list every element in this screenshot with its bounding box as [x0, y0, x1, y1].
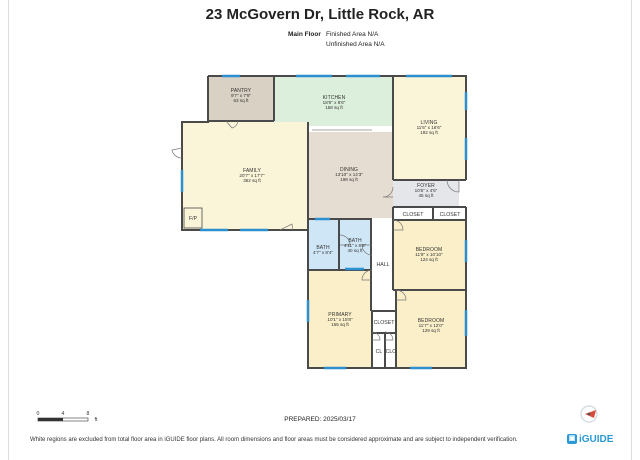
floor-info: Main Floor Finished Area N/A Unfinished A…	[288, 30, 385, 50]
finished-area: Finished Area N/A	[326, 31, 379, 38]
primary-name: PRIMARY	[328, 312, 352, 318]
kitchen-dims: 18'6" x 8'6"	[323, 100, 346, 105]
unfinished-area: Unfinished Area N/A	[326, 41, 385, 48]
family-area: 362 sq ft	[243, 178, 261, 183]
room-bath-2	[340, 219, 371, 269]
foyer-area: 45 sq ft	[418, 193, 434, 198]
clo-label: CLO	[386, 349, 397, 355]
room-hall	[372, 219, 393, 311]
bath-2-dims: 4'11" x 8'8"	[344, 243, 367, 248]
closet-1-label: CLOSET	[403, 212, 425, 218]
closet-cl	[372, 333, 385, 368]
fireplace-label: F/P	[189, 216, 198, 222]
compass-icon	[580, 405, 598, 423]
floor-label: Main Floor	[288, 31, 321, 38]
hall-label: HALL	[377, 262, 390, 268]
prepared-date: PREPARED: 2025/03/17	[284, 416, 356, 423]
room-bath-1	[308, 219, 338, 269]
scale-tick-4: 4	[62, 411, 65, 417]
bath-1-name: BATH	[316, 245, 330, 251]
bath-2-area: 40 sq ft	[347, 248, 363, 253]
room-pantry	[208, 76, 274, 121]
iguide-logo-icon: ▣	[567, 434, 577, 445]
room-bedroom-1	[393, 220, 466, 290]
bedroom-2-dims: 11'7" x 12'0"	[419, 323, 444, 328]
iguide-logo-text: iGUIDE	[579, 434, 614, 445]
scale-unit: ft	[95, 417, 98, 423]
closet-3-label: CLOSET	[374, 320, 396, 326]
room-family	[182, 122, 308, 230]
doors	[171, 120, 460, 341]
dining-name: DINING	[340, 167, 358, 173]
dining-area: 198 sq ft	[340, 177, 358, 182]
cl-label: CL	[376, 349, 383, 355]
bedroom-2-name: BEDROOM	[418, 318, 445, 324]
kitchen-name: KITCHEN	[323, 95, 346, 101]
pantry-dims: 9'7" x 7'9"	[231, 93, 251, 98]
family-dims: 20'7" x 17'7"	[239, 173, 265, 178]
dining-dims: 13'10" x 14'3"	[335, 172, 363, 177]
bedroom-1-name: BEDROOM	[416, 247, 443, 253]
living-dims: 11'6" x 16'6"	[417, 125, 442, 130]
closet-clo	[385, 333, 396, 368]
room-kitchen	[274, 76, 393, 126]
closet-2	[434, 207, 466, 220]
closet-3	[372, 311, 396, 333]
living-name: LIVING	[421, 120, 438, 126]
living-area: 192 sq ft	[420, 130, 438, 135]
address-title: 23 McGovern Dr, Little Rock, AR	[205, 6, 435, 23]
room-dining	[308, 132, 393, 218]
windows	[180, 74, 468, 370]
pantry-name: PANTRY	[231, 88, 252, 94]
closet-1	[393, 207, 433, 220]
foyer-dims: 10'5" x 4'5"	[415, 188, 438, 193]
pantry-area: 63 sq ft	[233, 98, 249, 103]
bath-2-name: BATH	[348, 238, 362, 244]
bedroom-1-area: 124 sq ft	[420, 257, 438, 262]
room-bedroom-2	[396, 290, 466, 368]
scale-tick-0: 0	[37, 411, 40, 417]
kitchen-area: 158 sq ft	[325, 105, 343, 110]
disclaimer: White regions are excluded from total fl…	[30, 437, 518, 443]
foyer-name: FOYER	[417, 183, 435, 189]
primary-dims: 10'1" x 15'8"	[327, 317, 353, 322]
primary-area: 155 sq ft	[331, 322, 349, 327]
room-living	[393, 76, 466, 180]
bedroom-1-dims: 11'8" x 10'10"	[415, 252, 443, 257]
room-primary	[308, 270, 372, 368]
fireplace	[183, 207, 203, 229]
bedroom-2-area: 129 sq ft	[422, 328, 440, 333]
family-name: FAMILY	[243, 168, 262, 174]
iguide-logo: ▣iGUIDE	[567, 434, 613, 445]
scale-bar: 0 4 8 ft	[37, 411, 98, 423]
closet-2-label: CLOSET	[440, 212, 462, 218]
scale-tick-8: 8	[87, 411, 90, 417]
bath-1-dims: 4'7" x 8'4"	[313, 250, 333, 255]
